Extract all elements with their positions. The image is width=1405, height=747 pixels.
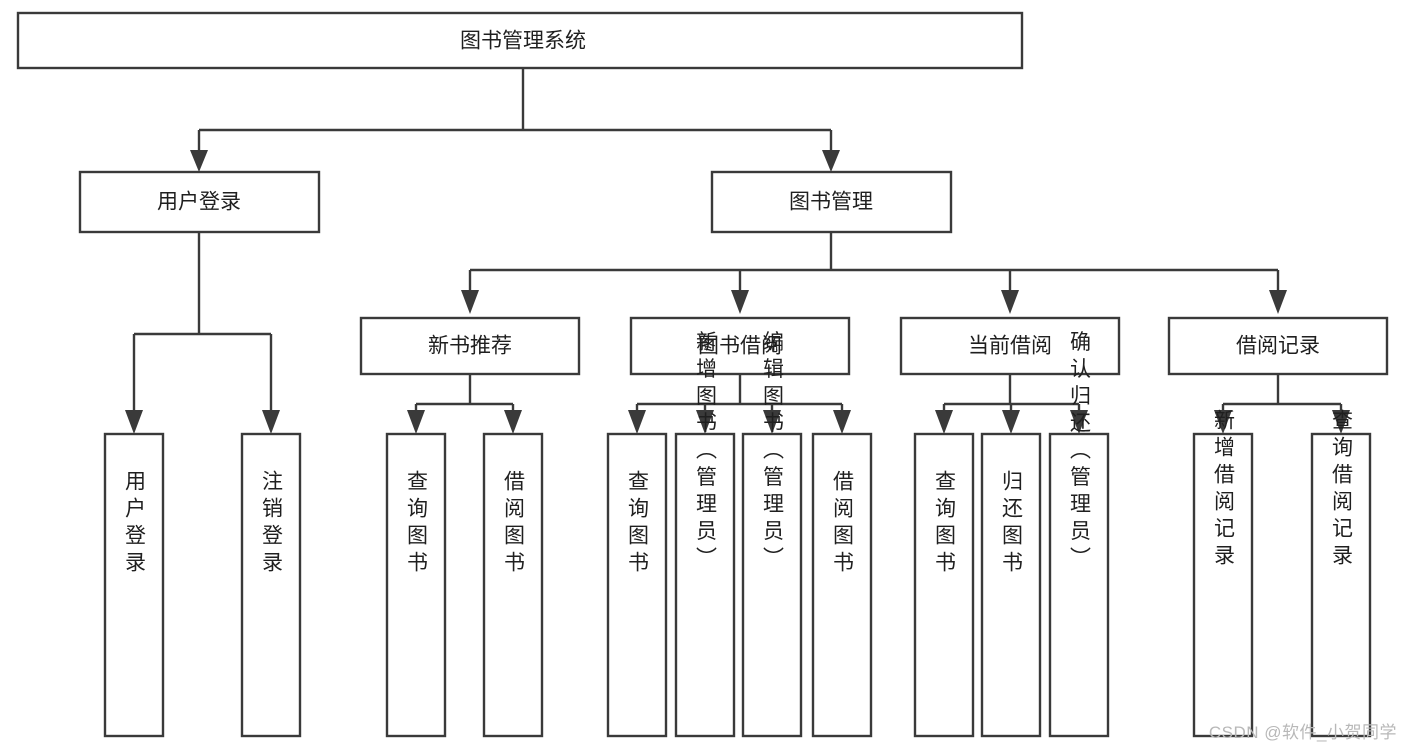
arrowhead-br-add: [1214, 410, 1232, 434]
leaf-br-query-label: 查询借阅记录: [1330, 409, 1354, 571]
leaf-logout-box[interactable]: [240, 432, 302, 738]
leaf-cb-return-label: 归还图书: [1000, 470, 1024, 578]
node-new-book-rec[interactable]: 新书推荐: [359, 316, 581, 376]
leaf-cb-confirm-box[interactable]: [1048, 432, 1110, 738]
leaf-bb-edit[interactable]: 编辑图书（管理员）: [741, 331, 803, 738]
leaf-logout-label: 注销登录: [260, 470, 284, 578]
leaf-cb-query-label: 查询图书: [933, 470, 957, 578]
node-book-manage-label: 图书管理: [789, 191, 873, 214]
node-borrow-record-label: 借阅记录: [1236, 335, 1320, 358]
node-current-borrow-box[interactable]: [899, 316, 1121, 376]
leaf-bb-add-label: 新增图书（管理员）: [694, 331, 718, 574]
leaf-nbr-query-label: 查询图书: [405, 470, 429, 578]
leaf-br-add-box[interactable]: [1192, 432, 1254, 738]
leaf-bb-edit-label: 编辑图书（管理员）: [761, 331, 785, 574]
leaf-nbr-query[interactable]: 查询图书: [385, 432, 447, 738]
leaf-cb-confirm[interactable]: 确认归还（管理员）: [1048, 331, 1110, 738]
leaf-nbr-borrow-label: 借阅图书: [502, 470, 526, 578]
leaf-bb-add[interactable]: 新增图书（管理员）: [674, 331, 736, 738]
leaf-nbr-borrow-box[interactable]: [482, 432, 544, 738]
arrowhead-cb-return: [1002, 410, 1020, 434]
arrowhead-leaf-logout: [262, 410, 280, 434]
leaf-nbr-query-box[interactable]: [385, 432, 447, 738]
leaf-user-login-box[interactable]: [103, 432, 165, 738]
leaf-bb-borrow-box[interactable]: [811, 432, 873, 738]
node-book-borrow-label: 图书借阅: [698, 335, 782, 358]
node-book-borrow-box[interactable]: [629, 316, 851, 376]
leaf-cb-query-box[interactable]: [913, 432, 975, 738]
leaf-cb-return[interactable]: 归还图书: [980, 432, 1042, 738]
leaf-br-add-label: 新增借阅记录: [1212, 409, 1236, 571]
leaf-user-login[interactable]: 用户登录: [103, 432, 165, 738]
leaf-bb-query-box[interactable]: [606, 432, 668, 738]
leaf-br-query[interactable]: 查询借阅记录: [1310, 409, 1372, 738]
leaf-logout[interactable]: 注销登录: [240, 432, 302, 738]
arrowhead-bb-borrow: [833, 410, 851, 434]
leaf-br-add[interactable]: 新增借阅记录: [1192, 409, 1254, 738]
node-root-box[interactable]: [16, 11, 1024, 70]
arrowhead-nbr-borrow: [504, 410, 522, 434]
leaf-bb-add-box[interactable]: [674, 432, 736, 738]
leaf-br-query-box[interactable]: [1310, 432, 1372, 738]
leaf-nbr-borrow[interactable]: 借阅图书: [482, 432, 544, 738]
leaf-bb-query[interactable]: 查询图书: [606, 432, 668, 738]
node-borrow-record-box[interactable]: [1167, 316, 1389, 376]
arrowhead-borrow-record: [1269, 290, 1287, 314]
leaf-cb-return-box[interactable]: [980, 432, 1042, 738]
arrowhead-leaf-user-login: [125, 410, 143, 434]
leaf-bb-borrow[interactable]: 借阅图书: [811, 432, 873, 738]
arrowhead-cb-confirm: [1070, 410, 1088, 434]
csdn-watermark: CSDN @软件_小贺同学: [1208, 723, 1397, 742]
arrowhead-br-query: [1332, 410, 1350, 434]
connectors-layer: [125, 68, 1350, 434]
arrowhead-user-login: [190, 150, 208, 172]
node-current-borrow[interactable]: 当前借阅: [899, 316, 1121, 376]
node-borrow-record[interactable]: 借阅记录: [1167, 316, 1389, 376]
arrowhead-book-manage: [822, 150, 840, 172]
node-root-label: 图书管理系统: [460, 30, 586, 53]
node-user-login[interactable]: 用户登录: [78, 170, 321, 234]
leaf-bb-query-label: 查询图书: [626, 470, 650, 578]
arrowhead-book-borrow: [731, 290, 749, 314]
node-new-book-rec-label: 新书推荐: [428, 335, 512, 358]
leaf-bb-edit-box[interactable]: [741, 432, 803, 738]
node-book-borrow[interactable]: 图书借阅: [629, 316, 851, 376]
arrowhead-bb-add: [696, 410, 714, 434]
leaf-cb-confirm-label: 确认归还（管理员）: [1068, 331, 1092, 574]
arrowhead-bb-query: [628, 410, 646, 434]
node-book-manage-box[interactable]: [710, 170, 953, 234]
node-user-login-box[interactable]: [78, 170, 321, 234]
arrowhead-cb-query: [935, 410, 953, 434]
arrowhead-current-borrow: [1001, 290, 1019, 314]
leaf-cb-query[interactable]: 查询图书: [913, 432, 975, 738]
arrowhead-nbr-query: [407, 410, 425, 434]
node-new-book-rec-box[interactable]: [359, 316, 581, 376]
node-book-manage[interactable]: 图书管理: [710, 170, 953, 234]
arrowhead-new-book-rec: [461, 290, 479, 314]
leaf-bb-borrow-label: 借阅图书: [831, 470, 855, 578]
node-root[interactable]: 图书管理系统: [16, 11, 1024, 70]
arrowhead-bb-edit: [763, 410, 781, 434]
node-current-borrow-label: 当前借阅: [968, 335, 1052, 358]
leaf-user-login-label: 用户登录: [123, 470, 147, 578]
node-user-login-label: 用户登录: [157, 191, 241, 214]
